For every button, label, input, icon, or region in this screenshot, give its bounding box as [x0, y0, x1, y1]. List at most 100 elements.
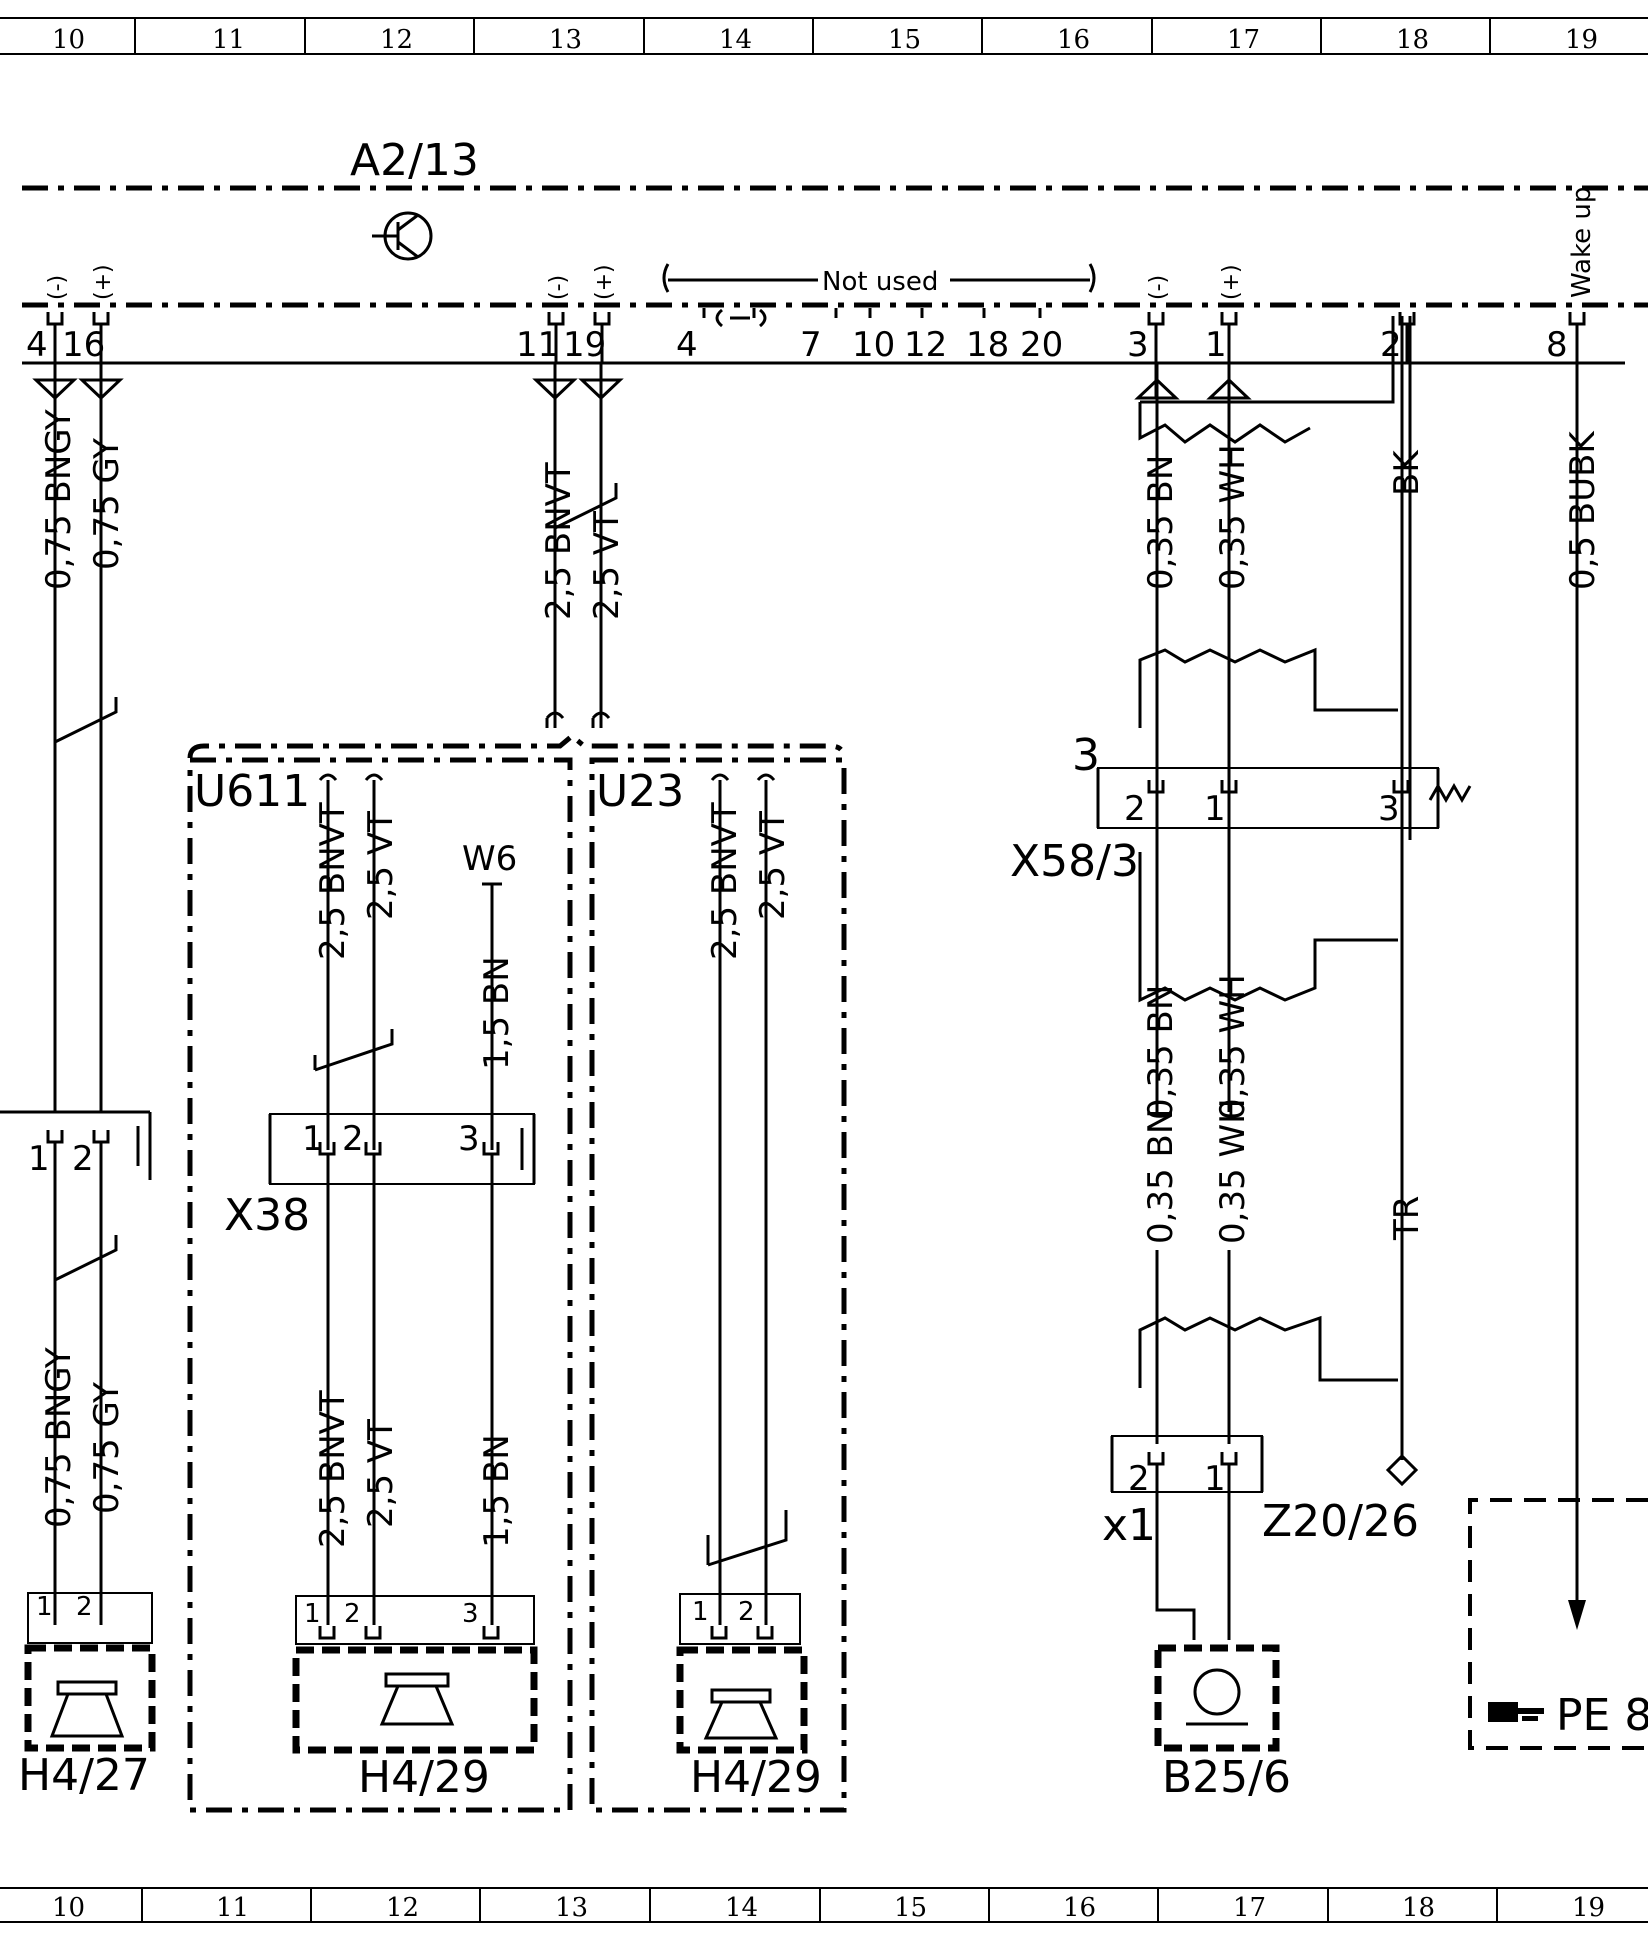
h4-29a-pin-1: 1 — [304, 1599, 321, 1629]
ruler-top-14: 14 — [719, 25, 752, 55]
top-pin-markers — [46, 312, 1586, 363]
wire-05-bubk: 0,5 BUBK — [1563, 430, 1603, 590]
pe-8-reference: PE 8 — [1556, 1690, 1648, 1741]
u611-label: U611 — [194, 766, 310, 817]
ruler-bottom-13: 13 — [555, 1893, 588, 1923]
ruler-top-12: 12 — [380, 25, 413, 55]
h4-27-pin-2: 2 — [76, 1592, 93, 1622]
wire-075-bngy-bottom: 0,75 BNGY — [39, 1347, 79, 1528]
pin-8-top: 8 — [1546, 325, 1568, 365]
reference-hand-icon — [1488, 1702, 1544, 1722]
wire-tr: TR — [1387, 1196, 1427, 1241]
x58-3-pin-2: 2 — [1124, 789, 1146, 829]
pin-1-top: 1 — [1205, 325, 1227, 365]
x1-pin-2: 2 — [1128, 1459, 1150, 1499]
ruler-bottom-14: 14 — [725, 1893, 758, 1923]
not-used-label: Not used — [822, 267, 938, 297]
pin-nu-10: 10 — [852, 325, 895, 365]
wake-up-label: Wake up — [1567, 187, 1597, 298]
bottom-ruler: 10 11 12 13 14 15 16 17 18 19 — [0, 1887, 1648, 1923]
pin-19: 19 — [563, 325, 606, 365]
ruler-top-10: 10 — [52, 25, 85, 55]
ruler-bottom-18: 18 — [1402, 1893, 1435, 1923]
pin-11: 11 — [516, 325, 559, 365]
pin-2-top: 2 — [1380, 325, 1402, 365]
pin-nu-12: 12 — [904, 325, 947, 365]
x1-pin-1: 1 — [1204, 1459, 1226, 1499]
b25-6-label: B25/6 — [1162, 1752, 1291, 1803]
x58-3-num: 3 — [1072, 730, 1100, 781]
ruler-bottom-11: 11 — [216, 1893, 249, 1923]
u23-group: U23 2,5 BNVT 2,5 VT 1 2 H4/29 — [589, 757, 847, 1813]
w6-label: W6 — [462, 839, 517, 879]
ruler-bottom-12: 12 — [386, 1893, 419, 1923]
pin-4-left: 4 — [26, 325, 48, 365]
ruler-bottom-19: 19 — [1572, 1893, 1605, 1923]
ground-diamond-icon — [1385, 1453, 1419, 1487]
pin-plus-left: (+) — [91, 264, 116, 300]
h4-27-pin-1: 1 — [36, 1592, 53, 1622]
pin-plus-right: (+) — [1219, 264, 1244, 300]
h4-29b-label: H4/29 — [690, 1752, 822, 1803]
x38-label: X38 — [224, 1190, 310, 1241]
wire-035-bn-lower: 0,35 BN — [1141, 1109, 1181, 1244]
ruler-top-11: 11 — [212, 25, 245, 55]
ruler-top-13: 13 — [549, 25, 582, 55]
ruler-bottom-15: 15 — [894, 1893, 927, 1923]
u611-wire-15-bn: 1,5 BN — [477, 956, 517, 1070]
u611-wire-25-vt: 2,5 VT — [361, 811, 401, 920]
ruler-top-15: 15 — [888, 25, 921, 55]
pin-plus-mid: (+) — [592, 264, 617, 300]
left-conn-pin-1: 1 — [28, 1139, 50, 1179]
speaker-icon — [703, 1688, 779, 1740]
wire-035-bn-top: 0,35 BN — [1141, 455, 1181, 590]
u611-lower-25-bnvt: 2,5 BNVT — [313, 1390, 353, 1548]
left-speaker-circuit: 0,75 BNGY 0,75 GY 1 2 0,75 BNGY 0,75 GY … — [0, 363, 156, 1801]
wire-25-bnvt-top: 2,5 BNVT — [539, 462, 579, 620]
ruler-top-16: 16 — [1057, 25, 1090, 55]
wire-075-gy-bottom: 0,75 GY — [87, 1382, 127, 1514]
wire-035-wh-mid: 0,35 WH — [1213, 974, 1253, 1120]
ruler-top-17: 17 — [1227, 25, 1260, 55]
x58-3-label: X58/3 — [1010, 836, 1139, 887]
ruler-top-19: 19 — [1565, 25, 1598, 55]
pin-minus-right: (-) — [1146, 275, 1171, 300]
wire-bk: BK — [1387, 449, 1427, 496]
pin-nu-18: 18 — [966, 325, 1009, 365]
transistor-icon — [372, 211, 433, 261]
ruler-top-18: 18 — [1396, 25, 1429, 55]
h4-27-label: H4/27 — [18, 1750, 150, 1801]
pin-16: 16 — [62, 325, 105, 365]
h4-29a-pin-2: 2 — [344, 1599, 361, 1629]
wire-035-wh-lower: 0,35 WH — [1213, 1098, 1253, 1244]
ruler-bottom-16: 16 — [1063, 1893, 1096, 1923]
wire-035-bn-mid: 0,35 BN — [1141, 985, 1181, 1120]
speaker-icon — [379, 1672, 455, 1726]
x38-pin-2: 2 — [342, 1119, 364, 1159]
u611-wire-25-bnvt: 2,5 BNVT — [313, 802, 353, 960]
top-ruler: 10 11 12 13 14 15 16 17 18 19 — [0, 17, 1648, 55]
ruler-bottom-17: 17 — [1233, 1893, 1266, 1923]
u611-group: U611 2,5 BNVT 2,5 VT W6 1,5 BN 1 2 3 X38… — [187, 757, 573, 1813]
pin-3-top: 3 — [1127, 325, 1149, 365]
left-conn-pin-2: 2 — [72, 1139, 94, 1179]
h4-29b-pin-2: 2 — [738, 1597, 755, 1627]
x38-pin-1: 1 — [302, 1119, 324, 1159]
pin-minus-mid: (-) — [546, 275, 571, 300]
wake-up-circuit: 0,5 BUBK PE 8 — [1468, 363, 1648, 1750]
x38-pin-3: 3 — [458, 1119, 480, 1159]
wire-075-bngy-top: 0,75 BNGY — [39, 409, 79, 590]
a2-13-module: A2/13 (-) (+) (-) (+) (-) (+) Wake up — [22, 135, 1648, 365]
a2-13-label: A2/13 — [350, 135, 479, 186]
not-used-bracket: Not used — [662, 263, 1096, 328]
wire-075-gy-top: 0,75 GY — [87, 438, 127, 570]
speaker-icon — [49, 1680, 125, 1738]
ruler-bottom-10: 10 — [52, 1893, 85, 1923]
x1-label: x1 — [1102, 1500, 1156, 1551]
h4-29b-pin-1: 1 — [692, 1597, 709, 1627]
u23-wire-25-vt: 2,5 VT — [753, 811, 793, 920]
x58-3-pin-3: 3 — [1378, 789, 1400, 829]
microphone-icon — [1186, 1668, 1248, 1726]
wire-035-wh-top: 0,35 WH — [1213, 444, 1253, 590]
